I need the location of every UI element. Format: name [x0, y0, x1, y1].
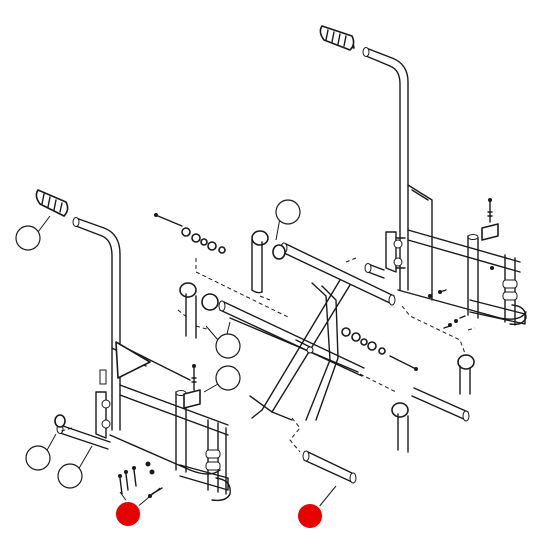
callout-4: [203, 365, 241, 393]
loose-cross-tube: [302, 450, 357, 484]
right-cross-brace-bracket: [481, 198, 499, 241]
left-axle-plate: [95, 369, 111, 439]
callout-6: [57, 445, 93, 489]
tube-sockets: [54, 230, 475, 453]
right-hardware: [428, 266, 494, 329]
bushing-top: [272, 244, 286, 260]
callout-2: [275, 199, 301, 241]
socket-mid-left: [179, 282, 197, 339]
left-hardware: [118, 461, 163, 498]
left-handle-grip: [35, 189, 69, 217]
right-side-frame: [319, 25, 527, 329]
socket-bottom: [391, 402, 409, 453]
left-cross-brace-bracket: [183, 364, 201, 409]
bushing-mid: [201, 293, 219, 311]
right-caster-mount: [502, 279, 527, 326]
left-side-frame: [35, 189, 231, 502]
callout-3: [205, 321, 241, 359]
left-gusset: [115, 341, 151, 379]
callout-1: [15, 215, 51, 251]
bushing-left-rod: [54, 414, 66, 428]
right-handle-grip: [319, 25, 355, 51]
right-push-handle-tube: [362, 47, 409, 291]
alignment-lines: [57, 257, 476, 453]
callout-7-highlighted: [114, 487, 161, 528]
spacer-rod: [364, 263, 385, 279]
callout-5: [25, 433, 57, 471]
callouts: [15, 199, 337, 530]
right-axle-plate: [385, 231, 406, 273]
left-caster-mount: [205, 449, 231, 502]
left-push-handle-tube: [72, 217, 121, 431]
upper-bolt-stack: [154, 213, 226, 254]
socket-right: [457, 354, 475, 395]
callout-8-highlighted: [296, 485, 337, 530]
right-frame-strut: [407, 184, 433, 301]
socket-top-left: [251, 230, 269, 294]
lower-bolt-stack: [341, 327, 418, 371]
right-front-post: [467, 234, 479, 319]
